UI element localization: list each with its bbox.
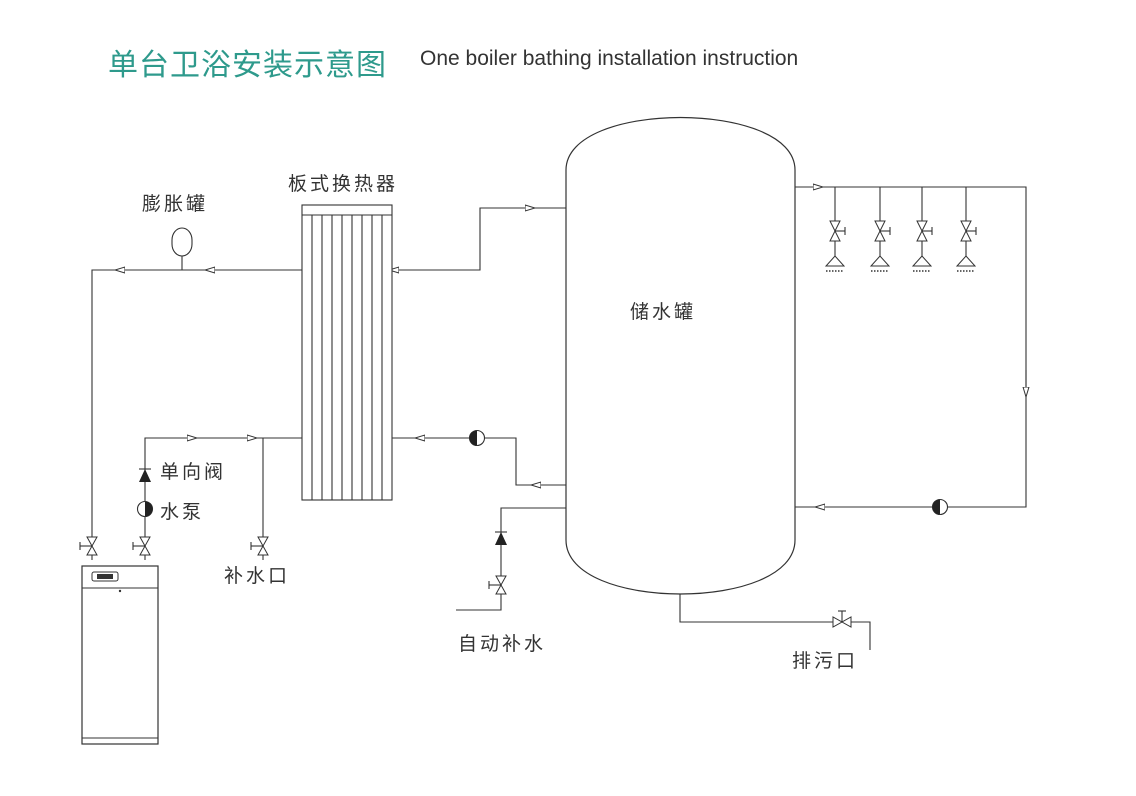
valve-icon — [488, 575, 507, 595]
check-valve-icon — [139, 469, 151, 482]
plate-heat-exchanger-label: 板式换热器 — [288, 173, 398, 195]
drain-outlet-label: 排污口 — [792, 650, 858, 672]
circulation-pump-icon — [468, 429, 486, 447]
return-pump-icon — [931, 498, 949, 516]
pipe-auto-makeup — [456, 507, 566, 611]
check-valve-label: 单向阀 — [160, 461, 226, 483]
water-pump-icon — [136, 500, 154, 518]
valve-icon — [250, 536, 269, 556]
storage-tank-label: 储水罐 — [630, 301, 696, 323]
pipe-boiler-supply — [144, 437, 302, 560]
check-valve-icon — [495, 532, 507, 545]
expansion-tank-label: 膨胀罐 — [142, 193, 208, 215]
shower-icon — [955, 220, 977, 272]
expansion-tank-icon — [171, 227, 193, 257]
storage-tank-icon — [565, 116, 796, 595]
diagram-title-cn: 单台卫浴安装示意图 — [108, 48, 387, 83]
pipe-hx-to-tank — [392, 207, 566, 271]
auto-water-supply-label: 自动补水 — [458, 633, 546, 655]
pipe-hot-water-loop — [795, 186, 1027, 508]
water-pump-label: 水泵 — [160, 501, 204, 523]
flow-arrows — [120, 187, 1026, 507]
boiler-icon — [81, 565, 159, 745]
pipe-drain — [679, 588, 871, 650]
pipe-network — [91, 186, 1027, 650]
shower-icon — [869, 220, 891, 272]
drain-valve-icon — [832, 610, 852, 628]
valve-icon — [132, 536, 151, 556]
diagram-title-en: One boiler bathing installation instruct… — [420, 47, 799, 70]
water-supply-port-label: 补水口 — [224, 565, 290, 587]
valve-icon — [79, 536, 98, 556]
plate-heat-exchanger-icon — [301, 204, 393, 501]
shower-icon — [824, 220, 846, 272]
shower-icon — [911, 220, 933, 272]
